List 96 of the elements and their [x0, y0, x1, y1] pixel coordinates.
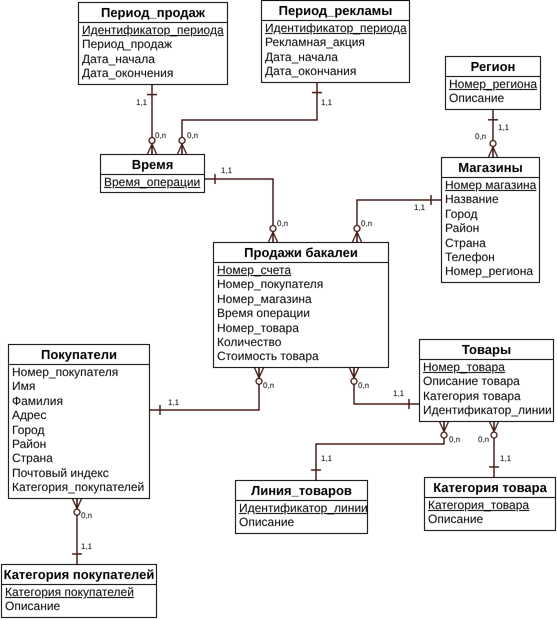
relationship-line	[352, 194, 441, 243]
entity-name: Период_продаж	[79, 3, 227, 23]
attribute-name: Район	[12, 437, 46, 452]
cardinality-label: 1,1	[498, 123, 510, 132]
cardinality-label: 0,n	[81, 511, 92, 520]
cardinality-label: 0,n	[263, 381, 274, 390]
attribute-name: Описание	[428, 512, 484, 527]
entity-box	[424, 477, 556, 531]
attribute-name: Дата_начала	[265, 50, 338, 64]
relationship-line	[310, 420, 450, 480]
key-attribute: Номер магазина	[445, 178, 536, 192]
attribute-name: Дата_окончения	[82, 66, 174, 81]
entity-name: Магазины	[442, 158, 539, 178]
attribute-name: Номер_товара	[217, 320, 299, 336]
key-attribute: Категория покупателей	[5, 585, 134, 600]
relationship-line	[487, 110, 499, 158]
cardinality-label: 0,n	[187, 131, 198, 140]
entity-box	[1, 564, 157, 618]
key-attribute: Идентификатор_линии	[239, 501, 368, 516]
key-attribute: Время_операции	[104, 175, 200, 190]
entity-box	[213, 242, 389, 368]
cardinality-label: 0,n	[358, 381, 370, 390]
entity-box	[419, 339, 554, 422]
entity-name: Покупатели	[9, 345, 149, 365]
entity-box	[261, 0, 410, 83]
key-attribute: Номер_региона	[449, 77, 538, 92]
relationship-line	[176, 82, 323, 155]
entity-box	[78, 2, 228, 85]
cardinality-label: 0,n	[449, 435, 460, 444]
attribute-name: Страна	[12, 451, 53, 466]
cardinality-label: 0,n	[277, 219, 288, 228]
attribute-name: Описание	[5, 599, 60, 614]
cardinality-label: 1,1	[414, 203, 426, 212]
key-attribute: Номер_товара	[423, 360, 505, 374]
attribute-name: Город	[445, 206, 478, 222]
relationship-line	[205, 173, 278, 243]
entity-name: Период_рекламы	[262, 1, 409, 21]
cardinality-label: 1,1	[321, 454, 332, 463]
attribute-name: Описание	[239, 515, 294, 530]
attribute-name: Фамилия	[12, 394, 63, 408]
entity-name: Линия_товаров	[236, 481, 367, 501]
attribute-name: Номер_покупателя	[12, 365, 118, 380]
entity-name: Время	[101, 155, 204, 175]
attribute-name: Название	[445, 192, 499, 207]
cardinality-label: 1,1	[168, 398, 180, 407]
cardinality-label: 1,1	[500, 454, 512, 463]
attribute-name: Номер_региона	[445, 264, 534, 279]
relationship-line	[488, 420, 500, 477]
cardinality-label: 0,n	[361, 219, 372, 228]
key-attribute: Идентификатор_периода	[82, 23, 224, 38]
entity-name: Категория товара	[425, 478, 555, 498]
attribute-name: Рекламная_акция	[265, 35, 365, 50]
key-attribute: Идентификатор_периода	[265, 21, 407, 36]
entity-name: Регион	[446, 57, 540, 77]
entity-box	[445, 56, 541, 110]
cardinality-label: 1,1	[136, 98, 148, 107]
attribute-name: Период_продаж	[82, 37, 172, 52]
attribute-name: Дата_окончания	[265, 64, 356, 79]
attribute-name: Описание	[449, 91, 504, 106]
key-attribute: Категория_товара	[428, 498, 530, 512]
attribute-name: Описание товара	[423, 374, 520, 389]
attribute-name: Категория_покупателей	[12, 480, 144, 495]
entity-box	[235, 480, 368, 534]
entity-box	[100, 154, 205, 194]
attribute-name: Номер_магазина	[217, 292, 312, 306]
cardinality-label: 0,n	[475, 132, 486, 141]
attribute-name: Стоимость товара	[217, 349, 319, 364]
attribute-name: Номер_покупателя	[217, 277, 324, 292]
cardinality-label: 0,n	[155, 131, 166, 140]
attribute-name: Время операции	[217, 306, 310, 321]
attribute-name: Адрес	[12, 408, 46, 423]
relationship-line	[146, 84, 158, 155]
attribute-name: Идентификатор_линии	[423, 403, 552, 418]
entity-box	[8, 344, 150, 499]
attribute-name: Город	[12, 422, 44, 438]
attribute-name: Имя	[12, 379, 36, 394]
relationship-line	[348, 367, 419, 410]
attribute-name: Дата_начала	[82, 52, 155, 66]
attribute-name: Категория товара	[423, 388, 521, 404]
cardinality-label: 1,1	[321, 98, 332, 107]
attribute-name: Количество	[217, 335, 282, 350]
attribute-name: Телефон	[445, 250, 495, 264]
cardinality-label: 1,1	[81, 542, 92, 551]
entity-name: Категория покупателей	[2, 565, 156, 585]
entity-name: Продажи бакалеи	[214, 243, 388, 263]
attribute-name: Страна	[445, 236, 486, 250]
entity-name: Товары	[420, 340, 553, 360]
relationship-line	[150, 367, 264, 416]
attribute-name: Почтовый индекс	[12, 466, 109, 480]
cardinality-label: 1,1	[393, 389, 404, 398]
attribute-name: Район	[445, 221, 480, 236]
key-attribute: Номер_счета	[217, 263, 292, 278]
relationship-line	[71, 498, 83, 564]
cardinality-label: 0,n	[478, 435, 490, 444]
entity-box	[441, 157, 540, 283]
cardinality-label: 1,1	[221, 166, 232, 175]
